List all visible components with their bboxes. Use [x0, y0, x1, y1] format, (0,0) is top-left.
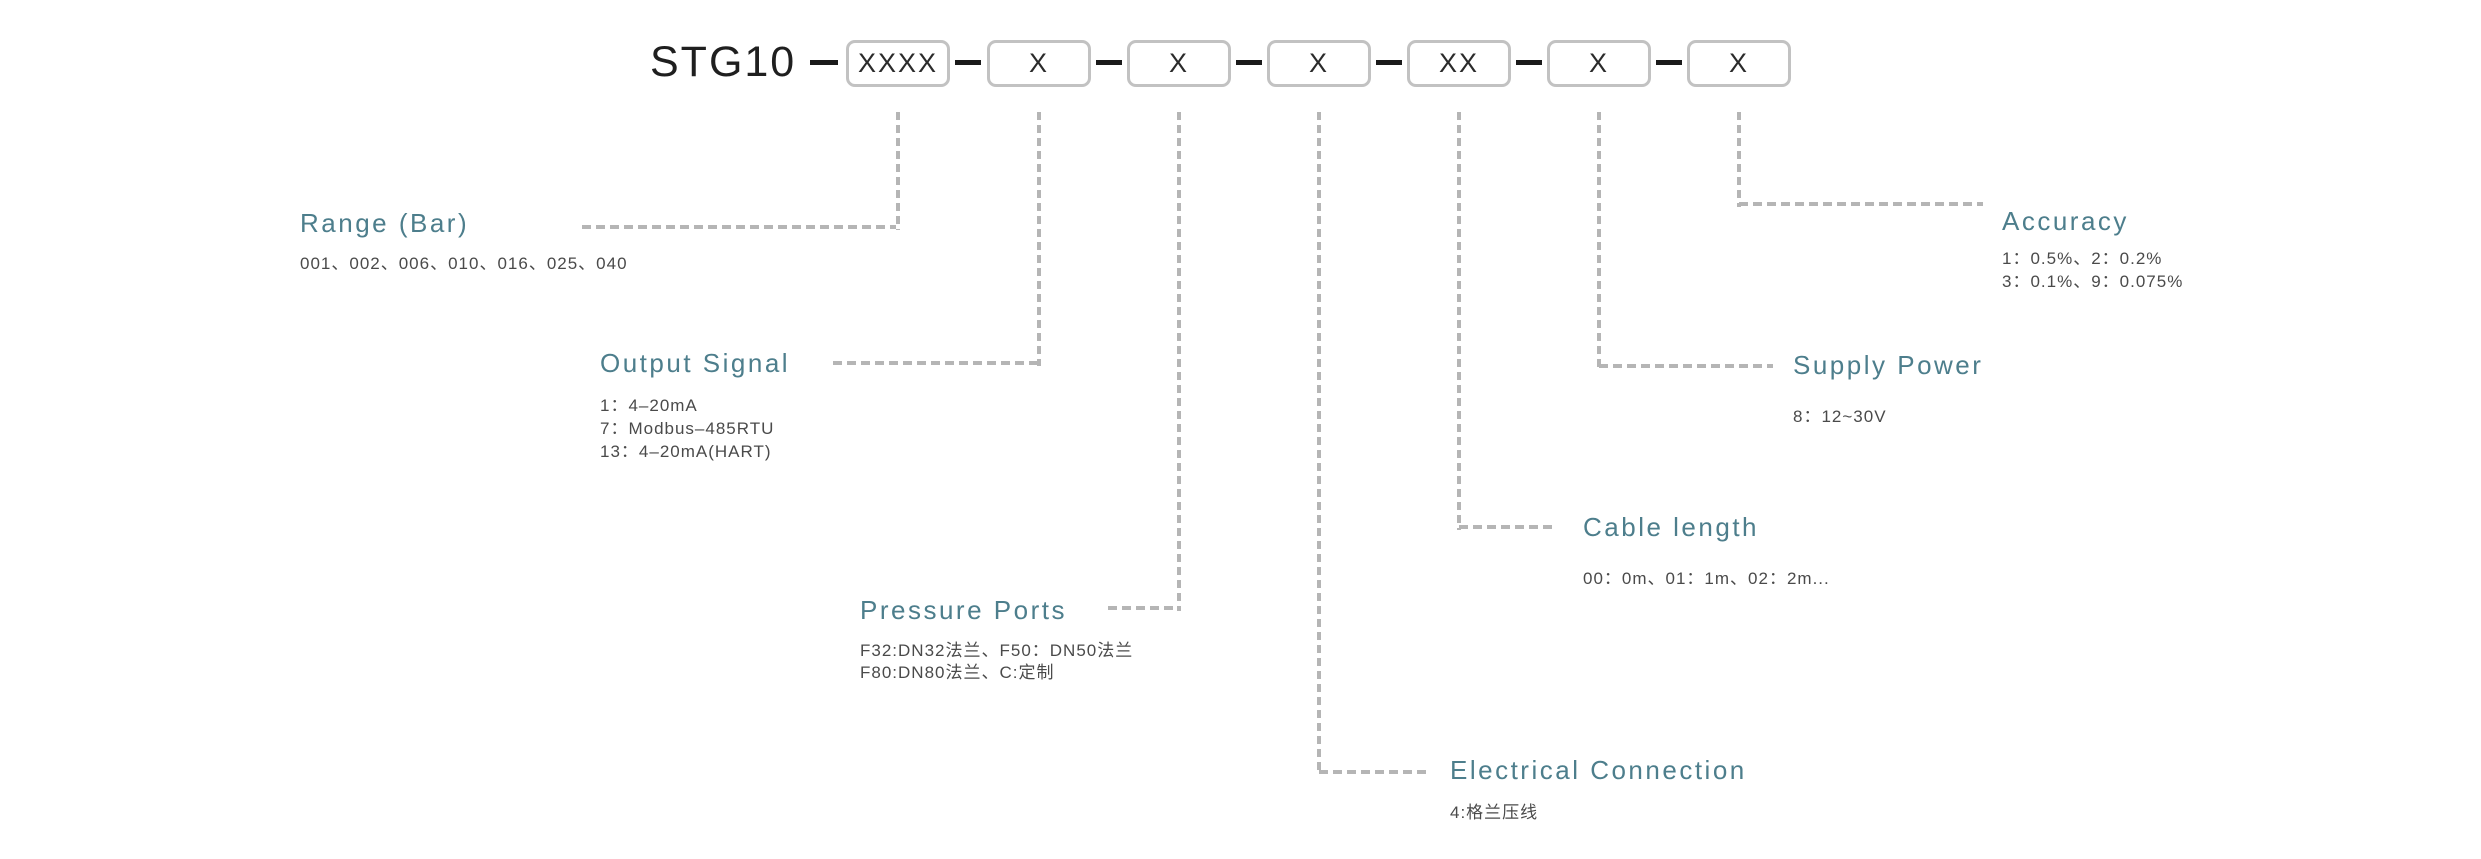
- field-values-pressure-ports: F32:DN32法兰、F50：DN50法兰: [860, 641, 1134, 660]
- code-separator: [1096, 60, 1122, 65]
- leader-vline-accuracy: [1737, 112, 1741, 207]
- code-box-electrical-connection: X: [1267, 40, 1371, 87]
- field-cable-length: Cable length 00：0m、01：1m、02：2m...: [1583, 511, 1830, 590]
- leader-vline-range: [896, 112, 900, 230]
- code-box-pressure-ports: X: [1127, 40, 1231, 87]
- leader-hline-accuracy: [1739, 202, 1983, 206]
- field-values-accuracy: 1：0.5%、2：0.2%: [2002, 249, 2163, 268]
- leader-hline-supply-power: [1599, 364, 1773, 368]
- leader-hline-pressure-ports: [1108, 606, 1179, 610]
- field-pressure-ports: Pressure Ports F32:DN32法兰、F50：DN50法兰 F80…: [860, 594, 1133, 684]
- field-title-supply-power: Supply Power: [1793, 350, 1984, 380]
- field-title-electrical-connection: Electrical Connection: [1450, 755, 1747, 785]
- field-values-output-signal: 1：4–20mA: [600, 396, 698, 415]
- code-box-supply-power: X: [1547, 40, 1651, 87]
- field-title-cable-length: Cable length: [1583, 512, 1759, 542]
- code-box-output-signal: X: [987, 40, 1091, 87]
- field-values-electrical-connection: 4:格兰压线: [1450, 803, 1539, 822]
- code-separator: [1656, 60, 1682, 65]
- leader-hline-output-signal: [833, 361, 1037, 365]
- field-values-cable-length: 00：0m、01：1m、02：2m...: [1583, 569, 1830, 588]
- code-separator: [1236, 60, 1262, 65]
- field-electrical-connection: Electrical Connection 4:格兰压线: [1450, 754, 1747, 824]
- field-values-pressure-ports: F80:DN80法兰、C:定制: [860, 663, 1055, 682]
- leader-vline-electrical-connection: [1317, 112, 1321, 775]
- code-separator: [955, 60, 981, 65]
- leader-hline-electrical-connection: [1319, 770, 1429, 774]
- code-separator: [1376, 60, 1402, 65]
- field-range: Range (Bar) 001、002、006、010、016、025、040: [300, 207, 628, 275]
- field-values-range: 001、002、006、010、016、025、040: [300, 254, 628, 273]
- code-box-cable-length: XX: [1407, 40, 1511, 87]
- leader-vline-supply-power: [1597, 112, 1601, 369]
- field-title-pressure-ports: Pressure Ports: [860, 595, 1067, 625]
- field-supply-power: Supply Power 8：12~30V: [1793, 349, 1983, 428]
- code-separator: [810, 60, 838, 65]
- model-prefix: STG10: [650, 38, 797, 86]
- field-values-output-signal: 7：Modbus–485RTU: [600, 419, 775, 438]
- field-values-supply-power: 8：12~30V: [1793, 407, 1887, 426]
- field-output-signal: Output Signal 1：4–20mA 7：Modbus–485RTU 1…: [600, 347, 790, 463]
- code-box-range: XXXX: [846, 40, 950, 87]
- field-title-range: Range (Bar): [300, 208, 470, 238]
- leader-hline-range: [582, 225, 896, 229]
- leader-hline-cable-length: [1459, 525, 1553, 529]
- field-values-accuracy: 3：0.1%、9：0.075%: [2002, 272, 2184, 291]
- code-separator: [1516, 60, 1542, 65]
- leader-vline-pressure-ports: [1177, 112, 1181, 611]
- field-values-output-signal: 13：4–20mA(HART): [600, 442, 772, 461]
- field-accuracy: Accuracy 1：0.5%、2：0.2% 3：0.1%、9：0.075%: [2002, 205, 2183, 293]
- field-title-accuracy: Accuracy: [2002, 206, 2129, 236]
- leader-vline-output-signal: [1037, 112, 1041, 366]
- leader-vline-cable-length: [1457, 112, 1461, 530]
- code-box-accuracy: X: [1687, 40, 1791, 87]
- field-title-output-signal: Output Signal: [600, 348, 791, 378]
